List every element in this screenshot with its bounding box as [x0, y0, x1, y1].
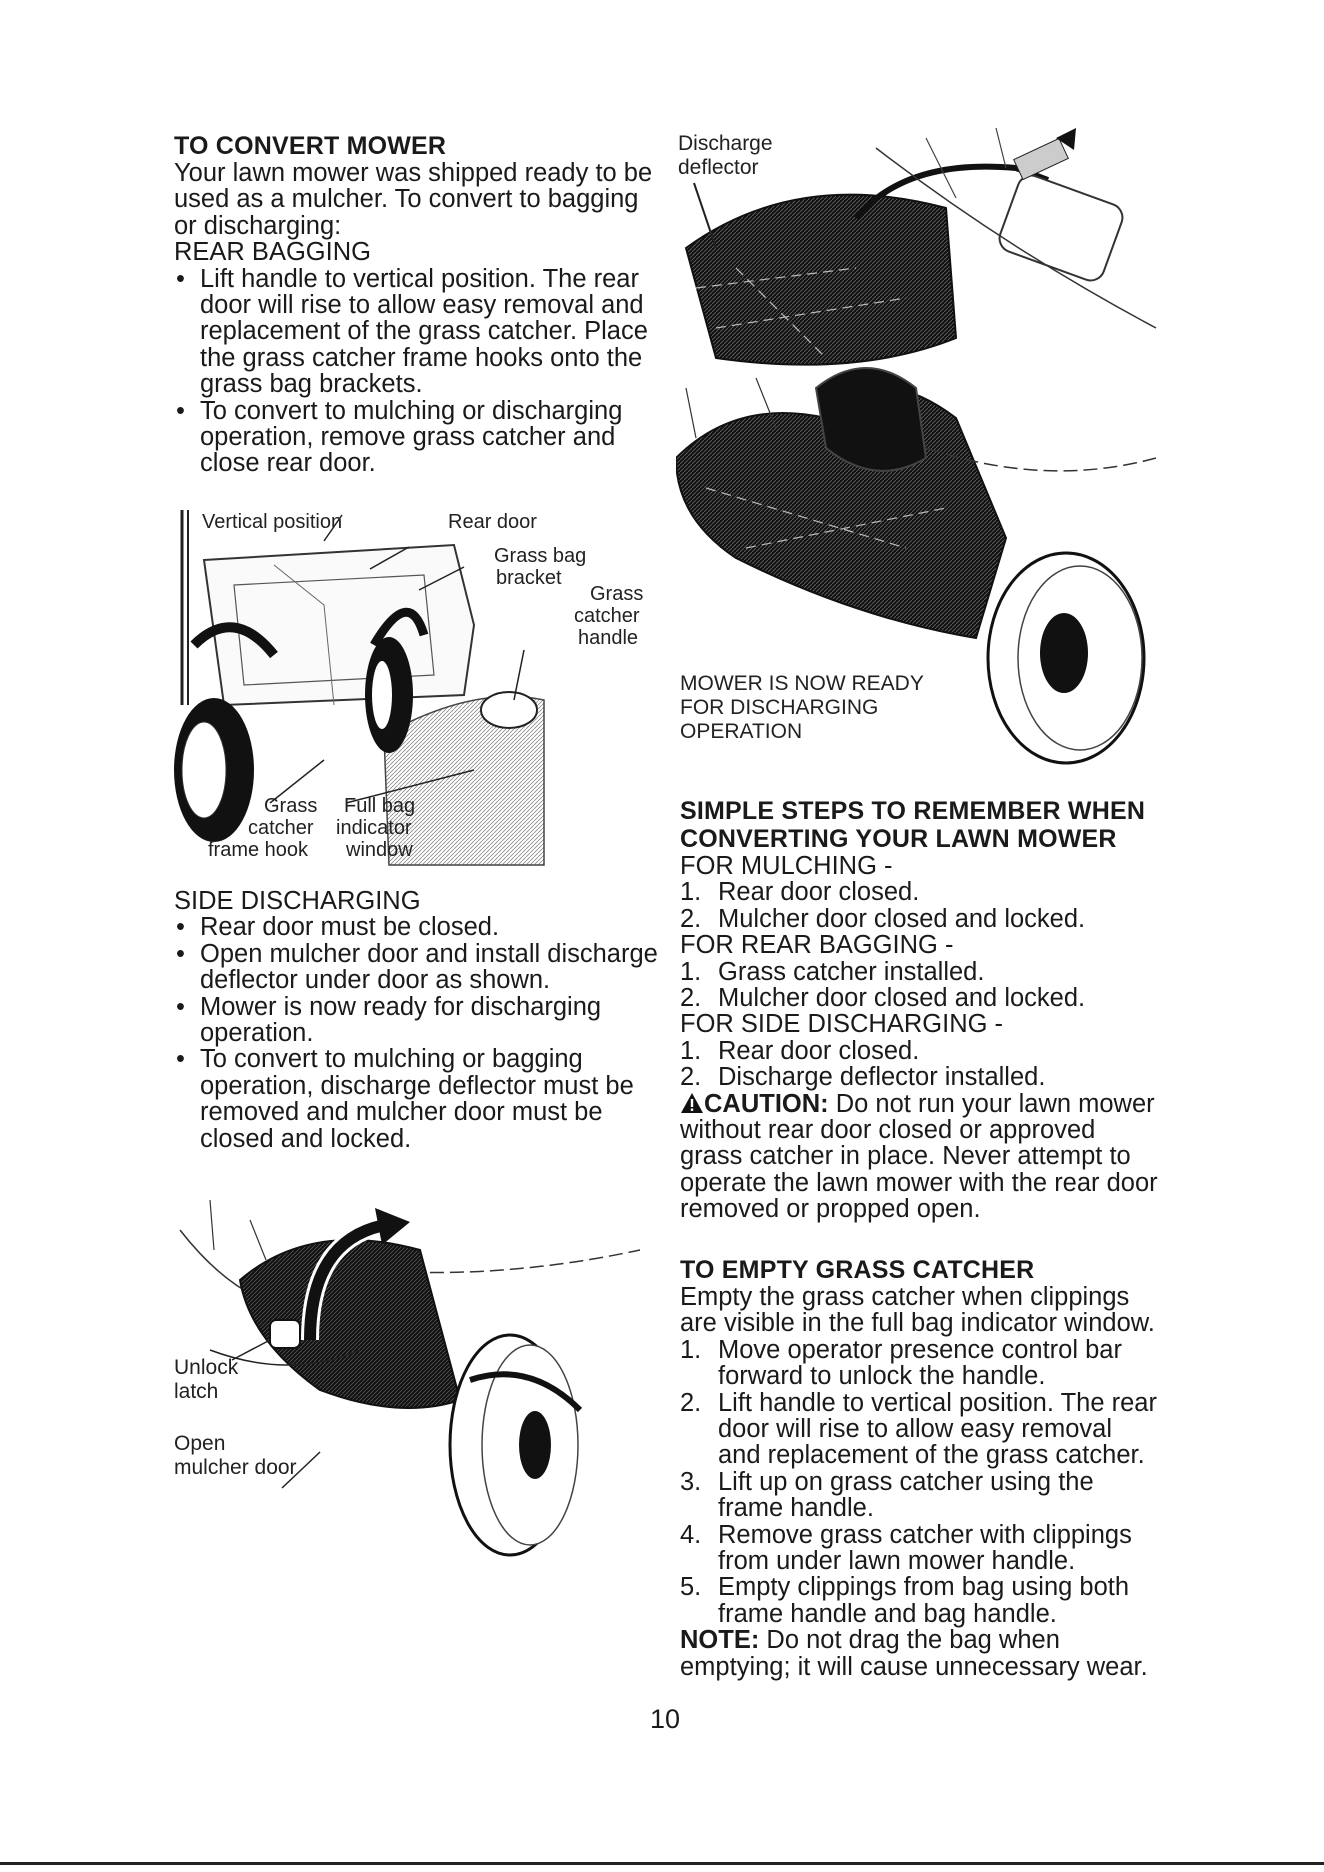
mulching-list: 1.Rear door closed. 2.Mulcher door close… — [680, 879, 1160, 932]
discharge-drawing — [674, 127, 1157, 765]
simple-steps-section: SIMPLE STEPS TO REMEMBER WHEN CONVERTING… — [680, 797, 1160, 1223]
label-open-1: Open — [174, 1432, 226, 1455]
list-item: To convert to mulching or discharging op… — [174, 397, 658, 477]
list-item: 2.Lift handle to vertical position. The … — [680, 1388, 1157, 1470]
convert-section: TO CONVERT MOWER Your lawn mower was shi… — [174, 132, 658, 477]
label-full-bag-3: window — [346, 839, 413, 861]
label-discharge-deflector-2: deflector — [678, 156, 759, 179]
empty-heading: TO EMPTY GRASS CATCHER — [680, 1256, 1035, 1284]
side-discharging-list: Rear door must be closed. Open mulcher d… — [174, 914, 658, 1152]
caution-paragraph: CAUTION: Do not run your lawn mower with… — [680, 1089, 1160, 1224]
list-item: Open mulcher door and install discharge … — [174, 941, 658, 994]
label-frame-hook-1: Grass — [264, 795, 318, 817]
side-discharging-steps-title: FOR SIDE DISCHARGING - — [680, 1010, 1004, 1039]
bagging-illustration: Vertical position Rear door Grass bag br… — [174, 505, 650, 870]
mulching-title: FOR MULCHING - — [680, 852, 893, 880]
label-discharge-deflector-1: Discharge — [678, 132, 773, 155]
list-item: 2.Discharge deflector installed. — [680, 1063, 1046, 1092]
caution-label: CAUTION: — [704, 1089, 829, 1118]
list-item: Mower is now ready for discharging opera… — [174, 993, 658, 1047]
label-unlock-1: Unlock — [174, 1356, 239, 1379]
label-vertical-position: Vertical position — [202, 511, 343, 533]
label-grass-bag-bracket-2: bracket — [496, 567, 562, 589]
label-grass-catcher-handle-3: handle — [578, 627, 639, 649]
side-discharging-section: SIDE DISCHARGING Rear door must be close… — [174, 888, 658, 1152]
list-item: 2.Mulcher door closed and locked. — [680, 984, 1086, 1013]
side-discharging-title: SIDE DISCHARGING — [174, 887, 421, 915]
list-item: To convert to mulching or bagging operat… — [174, 1046, 658, 1152]
label-ready-2: FOR DISCHARGING — [680, 696, 879, 719]
warning-triangle-icon — [681, 1092, 703, 1113]
rear-bagging-steps-list: 1.Grass catcher installed. 2.Mulcher doo… — [680, 957, 1160, 1013]
steps-heading-2: CONVERTING YOUR LAWN MOWER — [680, 825, 1117, 853]
caution-text: Do not run your lawn mower without rear … — [680, 1089, 1158, 1224]
list-item: 2.Mulcher door closed and locked. — [680, 904, 1086, 933]
list-item: 5.Empty clippings from bag using both fr… — [680, 1573, 1130, 1628]
note-text: Do not drag the bag when emptying; it wi… — [680, 1626, 1148, 1681]
list-item: Lift handle to vertical position. The re… — [174, 265, 658, 398]
list-item: Rear door must be closed. — [174, 914, 658, 941]
list-item: 4.Remove grass catcher with clippings fr… — [680, 1520, 1132, 1576]
list-item: 1.Grass catcher installed. — [680, 957, 985, 986]
note-paragraph: NOTE: Do not drag the bag when emptying;… — [680, 1627, 1160, 1680]
note-label: NOTE: — [680, 1626, 760, 1655]
list-item: 1.Rear door closed. — [680, 878, 920, 907]
empty-intro: Empty the grass catcher when clippings a… — [680, 1283, 1155, 1338]
label-unlock-2: latch — [174, 1380, 219, 1403]
convert-heading: TO CONVERT MOWER — [174, 132, 447, 160]
list-item: 1.Rear door closed. — [680, 1036, 920, 1065]
label-open-2: mulcher door — [174, 1456, 297, 1479]
label-frame-hook-3: frame hook — [208, 839, 309, 861]
label-ready-1: MOWER IS NOW READY — [680, 672, 924, 695]
bottom-rule — [0, 1862, 1324, 1865]
side-discharging-steps-list: 1.Rear door closed. 2.Discharge deflecto… — [680, 1036, 1160, 1092]
label-full-bag-1: Full bag — [344, 795, 416, 817]
discharge-illustration: Discharge deflector MOWER IS NOW READY F… — [674, 127, 1160, 768]
list-item: 1.Move operator presence control bar for… — [680, 1335, 1122, 1391]
label-grass-bag-bracket-1: Grass bag — [494, 545, 587, 567]
label-grass-catcher-handle-2: catcher — [574, 605, 640, 627]
rear-bagging-list: Lift handle to vertical position. The re… — [174, 265, 658, 477]
rear-bagging-title: REAR BAGGING — [174, 238, 371, 267]
bagging-drawing — [174, 510, 545, 866]
steps-heading-1: SIMPLE STEPS TO REMEMBER WHEN — [680, 797, 1146, 825]
label-frame-hook-2: catcher — [248, 817, 314, 839]
convert-intro: Your lawn mower was shipped ready to be … — [174, 159, 653, 240]
mulcher-door-illustration: Unlock latch Open mulcher door — [170, 1190, 650, 1570]
empty-catcher-section: TO EMPTY GRASS CATCHER Empty the grass c… — [680, 1256, 1160, 1680]
list-item: 3.Lift up on grass catcher using the fra… — [680, 1467, 1094, 1523]
page-number: 10 — [650, 1704, 681, 1734]
label-grass-catcher-handle-1: Grass — [590, 583, 644, 605]
label-full-bag-2: indicator — [336, 817, 412, 839]
label-rear-door: Rear door — [448, 511, 537, 533]
mulcher-door-drawing — [179, 1199, 641, 1557]
rear-bagging-steps-title: FOR REAR BAGGING - — [680, 931, 954, 960]
empty-steps-list: 1.Move operator presence control bar for… — [680, 1335, 1160, 1628]
label-ready-3: OPERATION — [680, 720, 803, 743]
